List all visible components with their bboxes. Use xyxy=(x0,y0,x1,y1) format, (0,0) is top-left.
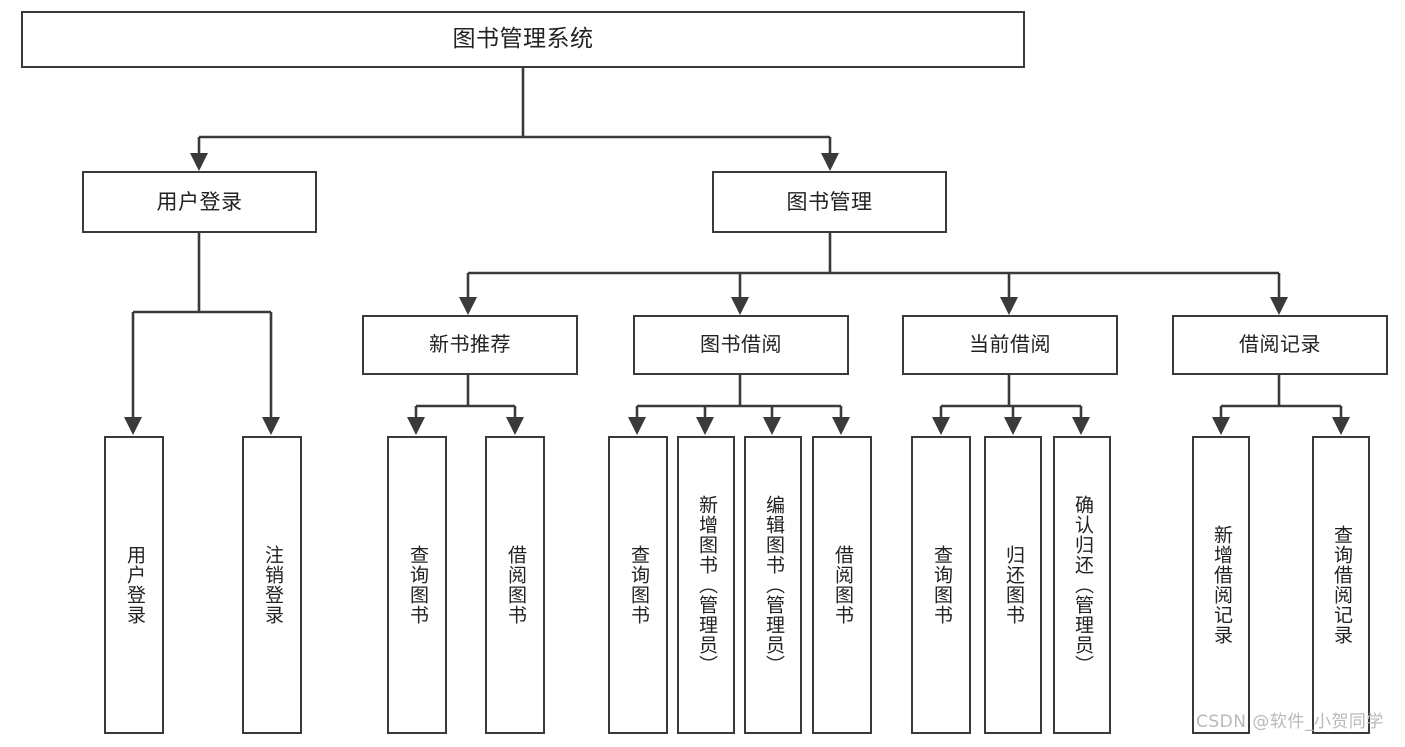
node-borrow-record-label: 借阅记录 xyxy=(1239,332,1321,357)
node-leaf-confirm-return-admin[interactable]: 确认归还（管理员） xyxy=(1053,436,1111,734)
node-user-login[interactable]: 用户登录 xyxy=(82,171,317,233)
node-leaf-borrow-book[interactable]: 借阅图书 xyxy=(812,436,872,734)
node-leaf-add-book-admin-label: 新增图书（管理员） xyxy=(695,495,718,675)
node-new-book-recommend[interactable]: 新书推荐 xyxy=(362,315,578,375)
node-root-label: 图书管理系统 xyxy=(452,25,594,52)
node-leaf-edit-book-admin-label: 编辑图书（管理员） xyxy=(762,495,785,675)
node-leaf-query-borrow-record[interactable]: 查询借阅记录 xyxy=(1312,436,1370,734)
wire-group-new-book-recommend xyxy=(406,375,525,436)
node-new-book-recommend-label: 新书推荐 xyxy=(429,332,511,357)
wire-group-current-borrow xyxy=(931,375,1091,436)
node-leaf-borrow-book-recommend-label: 借阅图书 xyxy=(504,545,527,625)
node-leaf-query-book-borrow[interactable]: 查询图书 xyxy=(608,436,668,734)
wire-group-book-management xyxy=(458,233,1289,316)
node-leaf-user-login[interactable]: 用户登录 xyxy=(104,436,164,734)
node-leaf-user-login-label: 用户登录 xyxy=(123,545,146,625)
node-leaf-add-borrow-record[interactable]: 新增借阅记录 xyxy=(1192,436,1250,734)
wire-group-borrow-record xyxy=(1211,375,1351,436)
node-leaf-query-book-current[interactable]: 查询图书 xyxy=(911,436,971,734)
node-leaf-add-book-admin[interactable]: 新增图书（管理员） xyxy=(677,436,735,734)
node-current-borrow[interactable]: 当前借阅 xyxy=(902,315,1118,375)
node-leaf-query-book-current-label: 查询图书 xyxy=(930,545,953,625)
node-book-borrow[interactable]: 图书借阅 xyxy=(633,315,849,375)
node-current-borrow-label: 当前借阅 xyxy=(969,332,1051,357)
node-leaf-query-book-borrow-label: 查询图书 xyxy=(627,545,650,625)
node-leaf-query-book-recommend-label: 查询图书 xyxy=(406,545,429,625)
node-leaf-confirm-return-admin-label: 确认归还（管理员） xyxy=(1071,495,1094,675)
wire-group-root xyxy=(189,68,840,172)
node-leaf-return-book-label: 归还图书 xyxy=(1002,545,1025,625)
node-leaf-return-book[interactable]: 归还图书 xyxy=(984,436,1042,734)
node-leaf-borrow-book-recommend[interactable]: 借阅图书 xyxy=(485,436,545,734)
wire-group-book-borrow xyxy=(627,375,851,436)
node-book-borrow-label: 图书借阅 xyxy=(700,332,782,357)
wire-group-user-login xyxy=(123,233,281,436)
node-leaf-add-borrow-record-label: 新增借阅记录 xyxy=(1210,525,1233,645)
node-root[interactable]: 图书管理系统 xyxy=(21,11,1025,68)
node-user-login-label: 用户登录 xyxy=(156,189,243,214)
node-borrow-record[interactable]: 借阅记录 xyxy=(1172,315,1388,375)
csdn-watermark: CSDN @软件_小贺同学 xyxy=(1196,712,1384,732)
node-book-management-label: 图书管理 xyxy=(786,189,873,214)
node-leaf-borrow-book-label: 借阅图书 xyxy=(831,545,854,625)
node-book-management[interactable]: 图书管理 xyxy=(712,171,947,233)
node-leaf-logout-label: 注销登录 xyxy=(261,545,284,625)
node-leaf-edit-book-admin[interactable]: 编辑图书（管理员） xyxy=(744,436,802,734)
node-leaf-query-borrow-record-label: 查询借阅记录 xyxy=(1330,525,1353,645)
node-leaf-query-book-recommend[interactable]: 查询图书 xyxy=(387,436,447,734)
node-leaf-logout[interactable]: 注销登录 xyxy=(242,436,302,734)
